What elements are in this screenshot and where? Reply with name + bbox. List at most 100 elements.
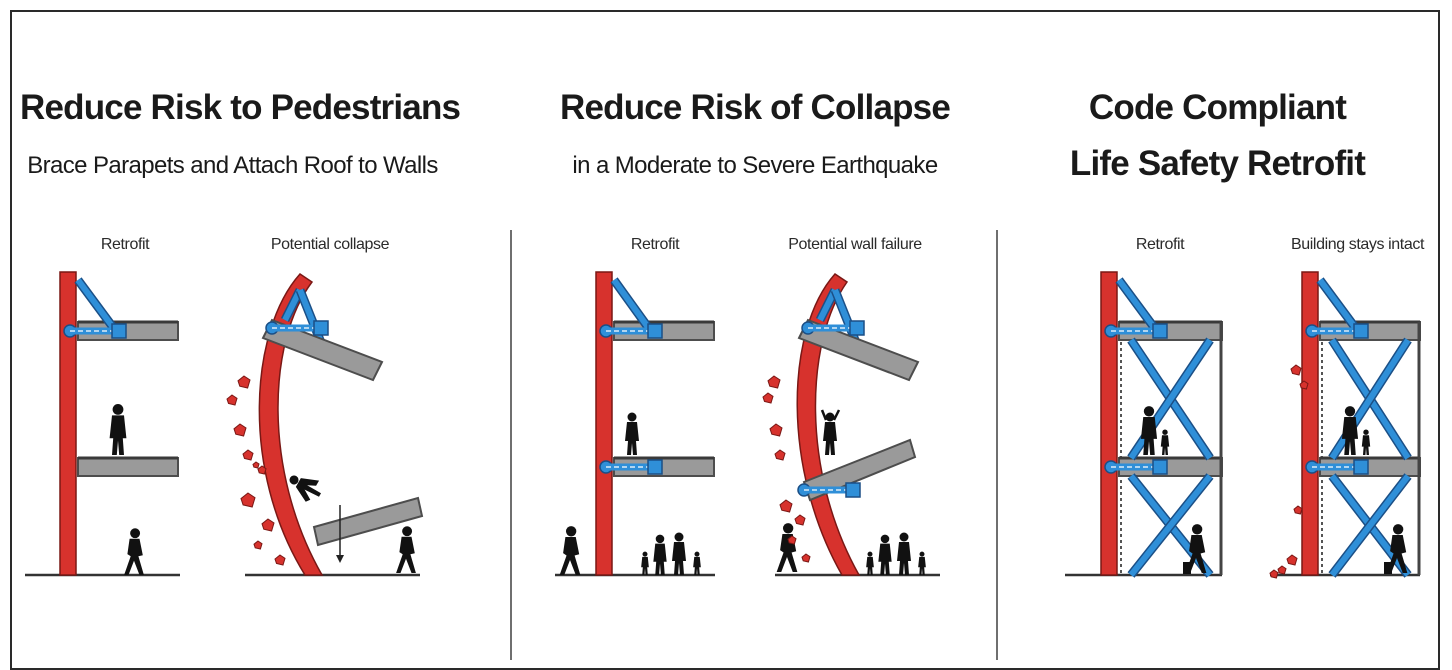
person-head bbox=[402, 526, 413, 537]
illustration-canvas bbox=[25, 271, 1421, 579]
pedestrian-icon bbox=[625, 412, 639, 455]
pedestrian-icon bbox=[396, 526, 416, 573]
person-body bbox=[897, 542, 911, 575]
person-body bbox=[625, 422, 639, 455]
wall-icon bbox=[59, 271, 77, 576]
panel-1-right-caption: Potential collapse bbox=[270, 236, 390, 253]
divider-2 bbox=[996, 230, 998, 660]
debris-icon bbox=[226, 394, 238, 406]
pedestrian-icon bbox=[559, 526, 581, 575]
luggage-icon bbox=[1384, 562, 1392, 574]
person-body bbox=[672, 542, 686, 575]
debris-icon bbox=[240, 492, 256, 508]
brace-icon-fill bbox=[1116, 278, 1159, 332]
debris-icon bbox=[1286, 554, 1298, 566]
panel-1-left-caption: Retrofit bbox=[100, 236, 150, 253]
brace-plate-icon bbox=[647, 459, 663, 475]
person-head bbox=[880, 534, 890, 544]
brace-plate-icon bbox=[647, 323, 663, 339]
brace-icon-fill bbox=[1317, 278, 1360, 332]
brace-plate-icon bbox=[1353, 323, 1369, 339]
floor-slab-icon bbox=[77, 457, 179, 477]
person-head bbox=[867, 551, 873, 557]
person-body bbox=[918, 556, 926, 575]
debris-icon bbox=[779, 499, 793, 513]
person-body bbox=[559, 537, 581, 575]
wall-icon bbox=[1301, 271, 1319, 576]
person-head bbox=[825, 412, 835, 422]
brace-plate-icon bbox=[849, 320, 865, 336]
person-head bbox=[1363, 429, 1369, 435]
debris-icon bbox=[767, 375, 781, 389]
brace-plate-icon bbox=[1152, 323, 1168, 339]
panel-2-subtitle: in a Moderate to Severe Earthquake bbox=[572, 152, 938, 179]
debris-icon bbox=[801, 553, 811, 563]
panel-1-title: Reduce Risk to Pedestrians bbox=[20, 88, 461, 127]
family-adult-icon bbox=[878, 534, 892, 575]
person-body bbox=[641, 556, 649, 575]
tilted-roof-icon bbox=[797, 318, 920, 382]
person-head bbox=[1344, 406, 1356, 417]
person-body bbox=[693, 556, 701, 575]
arms-up-person-icon bbox=[823, 412, 837, 455]
wall-icon bbox=[595, 271, 613, 576]
child-icon bbox=[1361, 429, 1371, 455]
debris-icon bbox=[237, 375, 251, 389]
person-head bbox=[565, 526, 577, 537]
debris-icon bbox=[257, 465, 267, 475]
person-body bbox=[295, 478, 321, 502]
person-body bbox=[1140, 417, 1158, 455]
fallen-slab-icon bbox=[312, 496, 424, 547]
brace-icon-fill bbox=[611, 278, 653, 332]
person-head bbox=[1162, 429, 1168, 435]
debris-icon bbox=[762, 392, 774, 404]
person-head bbox=[782, 523, 794, 534]
debris-icon bbox=[261, 518, 275, 532]
family-adult-icon bbox=[672, 532, 686, 575]
wall-icon bbox=[1100, 271, 1118, 576]
debris-icon bbox=[1290, 364, 1302, 376]
brace-icon-fill bbox=[1329, 474, 1411, 577]
brace-plate-icon bbox=[845, 482, 861, 498]
debris-icon bbox=[1293, 505, 1303, 515]
panel-3-right-caption: Building stays intact bbox=[1290, 236, 1424, 253]
person-head bbox=[899, 532, 909, 542]
brace-plate-icon bbox=[1353, 459, 1369, 475]
panel-2-title: Reduce Risk of Collapse bbox=[559, 88, 951, 127]
person-body bbox=[109, 415, 127, 455]
divider-1 bbox=[510, 230, 512, 660]
panel-3-subtitle: Life Safety Retrofit bbox=[1069, 144, 1366, 183]
debris-icon bbox=[1299, 380, 1309, 390]
person-body bbox=[124, 538, 144, 575]
family-child-icon bbox=[918, 551, 926, 575]
person-head bbox=[627, 412, 637, 422]
person-head bbox=[112, 404, 124, 415]
person-head bbox=[1191, 524, 1203, 535]
debris-icon bbox=[233, 423, 247, 437]
debris-icon bbox=[242, 449, 254, 461]
brace-icon-fill bbox=[1128, 474, 1213, 577]
pedestrian-icon bbox=[776, 523, 798, 572]
pedestrian-icon bbox=[109, 404, 127, 455]
brace-icon-fill bbox=[75, 278, 118, 332]
person-body bbox=[1160, 435, 1170, 455]
pedestrian-icon bbox=[1140, 406, 1158, 455]
family-child-icon bbox=[693, 551, 701, 575]
person-head bbox=[1392, 524, 1404, 535]
brace-plate-icon bbox=[1152, 459, 1168, 475]
family-adult-icon bbox=[897, 532, 911, 575]
person-head bbox=[919, 551, 925, 557]
debris-icon bbox=[274, 554, 286, 566]
panel-3-left-caption: Retrofit bbox=[1135, 236, 1185, 253]
pedestrian-icon bbox=[124, 528, 144, 575]
brace-plate-icon bbox=[313, 320, 329, 336]
fall-arrow-head-icon bbox=[336, 555, 344, 563]
person-body bbox=[878, 543, 892, 575]
tilted-roof-icon bbox=[261, 318, 384, 382]
person-body bbox=[823, 422, 837, 455]
panel-1-subtitle: Brace Parapets and Attach Roof to Walls bbox=[27, 152, 438, 179]
person-head bbox=[674, 532, 684, 542]
person-body bbox=[866, 556, 874, 575]
person-body bbox=[1361, 435, 1371, 455]
panel-2-left-caption: Retrofit bbox=[630, 236, 680, 253]
